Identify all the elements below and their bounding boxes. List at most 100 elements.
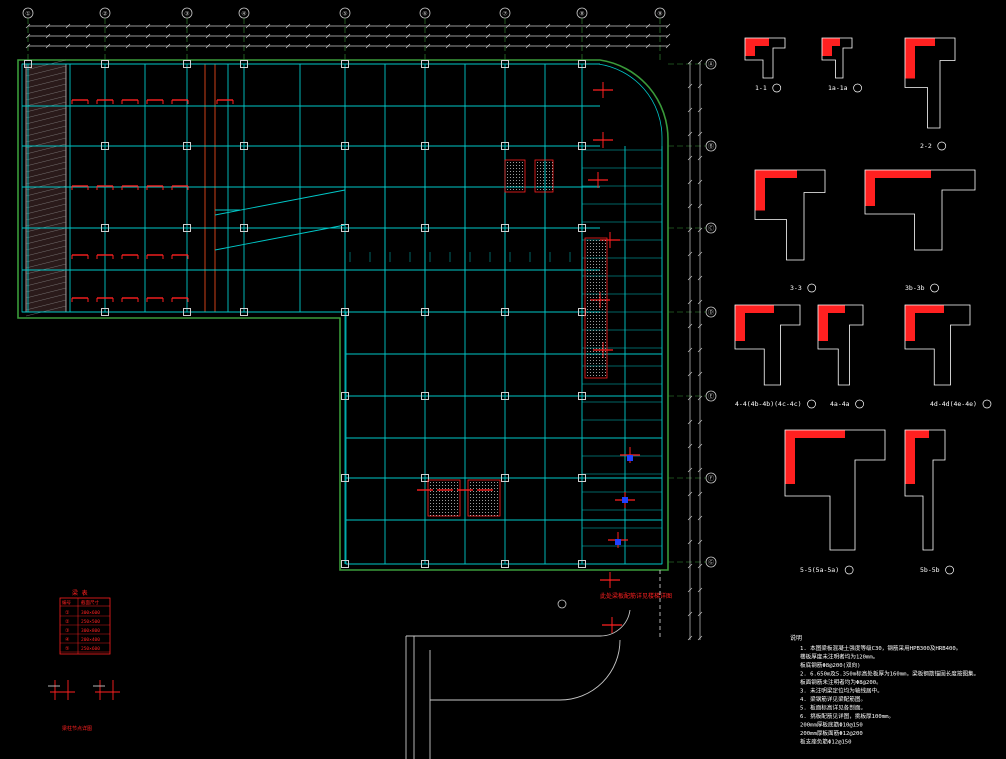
hatch-line	[25, 227, 67, 239]
hatch-dot	[430, 512, 431, 513]
hatch-dot	[485, 482, 486, 483]
hatch-dot	[599, 273, 600, 274]
note-line: 200mm厚板面筋Φ12@200	[800, 729, 863, 737]
hatch-dot	[599, 369, 600, 370]
hatch-line	[25, 293, 67, 305]
hatch-line	[25, 167, 67, 179]
dim-tick	[697, 251, 703, 257]
column	[341, 560, 349, 568]
dim-tick	[265, 43, 271, 49]
hatch-dot	[599, 252, 600, 253]
hatch-dot	[488, 488, 489, 489]
hatch-dot	[596, 288, 597, 289]
hatch-dot	[605, 252, 606, 253]
dim-tick	[687, 227, 693, 233]
axis-label: Ⓔ	[708, 393, 714, 401]
hatch-dot	[522, 180, 523, 181]
dim-tick	[385, 23, 391, 29]
hatch-dot	[519, 189, 520, 190]
hatch-dot	[605, 240, 606, 241]
section-slab	[905, 305, 944, 313]
hatch-dot	[587, 306, 588, 307]
hatch-dot	[494, 485, 495, 486]
hatch-dot	[482, 488, 483, 489]
node-details	[48, 680, 120, 700]
hatch-dot	[473, 512, 474, 513]
dim-tick	[697, 587, 703, 593]
dim-tick	[687, 371, 693, 377]
hatch-dot	[590, 258, 591, 259]
hatch-dot	[599, 318, 600, 319]
hatch-dot	[454, 515, 455, 516]
hatch-dot	[549, 177, 550, 178]
legend-cell: ③	[65, 628, 70, 634]
hatch-dot	[587, 264, 588, 265]
dim-tick	[85, 33, 91, 39]
hatch-dot	[593, 375, 594, 376]
hatch-dot	[454, 494, 455, 495]
hatch-dot	[602, 303, 603, 304]
dim-tick	[485, 33, 491, 39]
dim-tick	[205, 43, 211, 49]
section-marker	[937, 141, 947, 151]
hatch-wall-strip	[25, 59, 67, 317]
hatch-dot	[513, 177, 514, 178]
hatch-dot	[605, 306, 606, 307]
hatch-dot	[587, 291, 588, 292]
dim-tick	[687, 539, 693, 545]
hatch-dot	[470, 491, 471, 492]
hatch-dot	[491, 500, 492, 501]
column	[421, 392, 429, 400]
column	[341, 224, 349, 232]
hatch-dot	[599, 345, 600, 346]
hatch-dot	[513, 174, 514, 175]
hatch-dot	[479, 488, 480, 489]
hatch-dot	[596, 273, 597, 274]
hatch-dot	[448, 491, 449, 492]
hatch-dot	[516, 186, 517, 187]
hatch-dot	[605, 339, 606, 340]
dim-tick	[545, 33, 551, 39]
hatch-dot	[599, 321, 600, 322]
hatch-line	[25, 83, 67, 95]
entrance-ramp	[405, 570, 661, 759]
dim-tick	[325, 23, 331, 29]
hatch-dot	[590, 294, 591, 295]
hatch-dot	[590, 306, 591, 307]
dim-tick	[697, 59, 703, 65]
hatch-dot	[522, 183, 523, 184]
hatch-dot	[596, 318, 597, 319]
hatch-dot	[497, 482, 498, 483]
hatch-dot	[540, 183, 541, 184]
hatch-dot	[599, 276, 600, 277]
hatch-dot	[510, 183, 511, 184]
hatch-dot	[552, 162, 553, 163]
hatch-dot	[549, 165, 550, 166]
hatch-dot	[587, 243, 588, 244]
hatch-dot	[494, 494, 495, 495]
hatch-dot	[587, 348, 588, 349]
dim-tick	[25, 23, 31, 29]
hatch-dot	[590, 300, 591, 301]
hatch-dot	[596, 369, 597, 370]
dim-tick	[245, 43, 251, 49]
dim-tick	[145, 43, 151, 49]
hatch-dot	[602, 318, 603, 319]
column	[578, 60, 586, 68]
hatch-dot	[587, 297, 588, 298]
hatch-dot	[445, 503, 446, 504]
hatch-block	[534, 159, 554, 193]
hatch-dot	[587, 363, 588, 364]
hatch-dot	[519, 186, 520, 187]
hatch-dot	[587, 255, 588, 256]
note-line: 6. 挑板配筋见详图，挑板厚100mm。	[800, 712, 894, 720]
hatch-dot	[516, 165, 517, 166]
hatch-dot	[596, 246, 597, 247]
hatch-dot	[590, 339, 591, 340]
note-line: 2. 6.650m及5.350m标高处板厚为160mm，梁板钢筋锚固长度按图集。	[800, 670, 979, 678]
hatch-dot	[494, 512, 495, 513]
hatch-dot	[546, 177, 547, 178]
hatch-dot	[433, 485, 434, 486]
hatch-dot	[587, 276, 588, 277]
